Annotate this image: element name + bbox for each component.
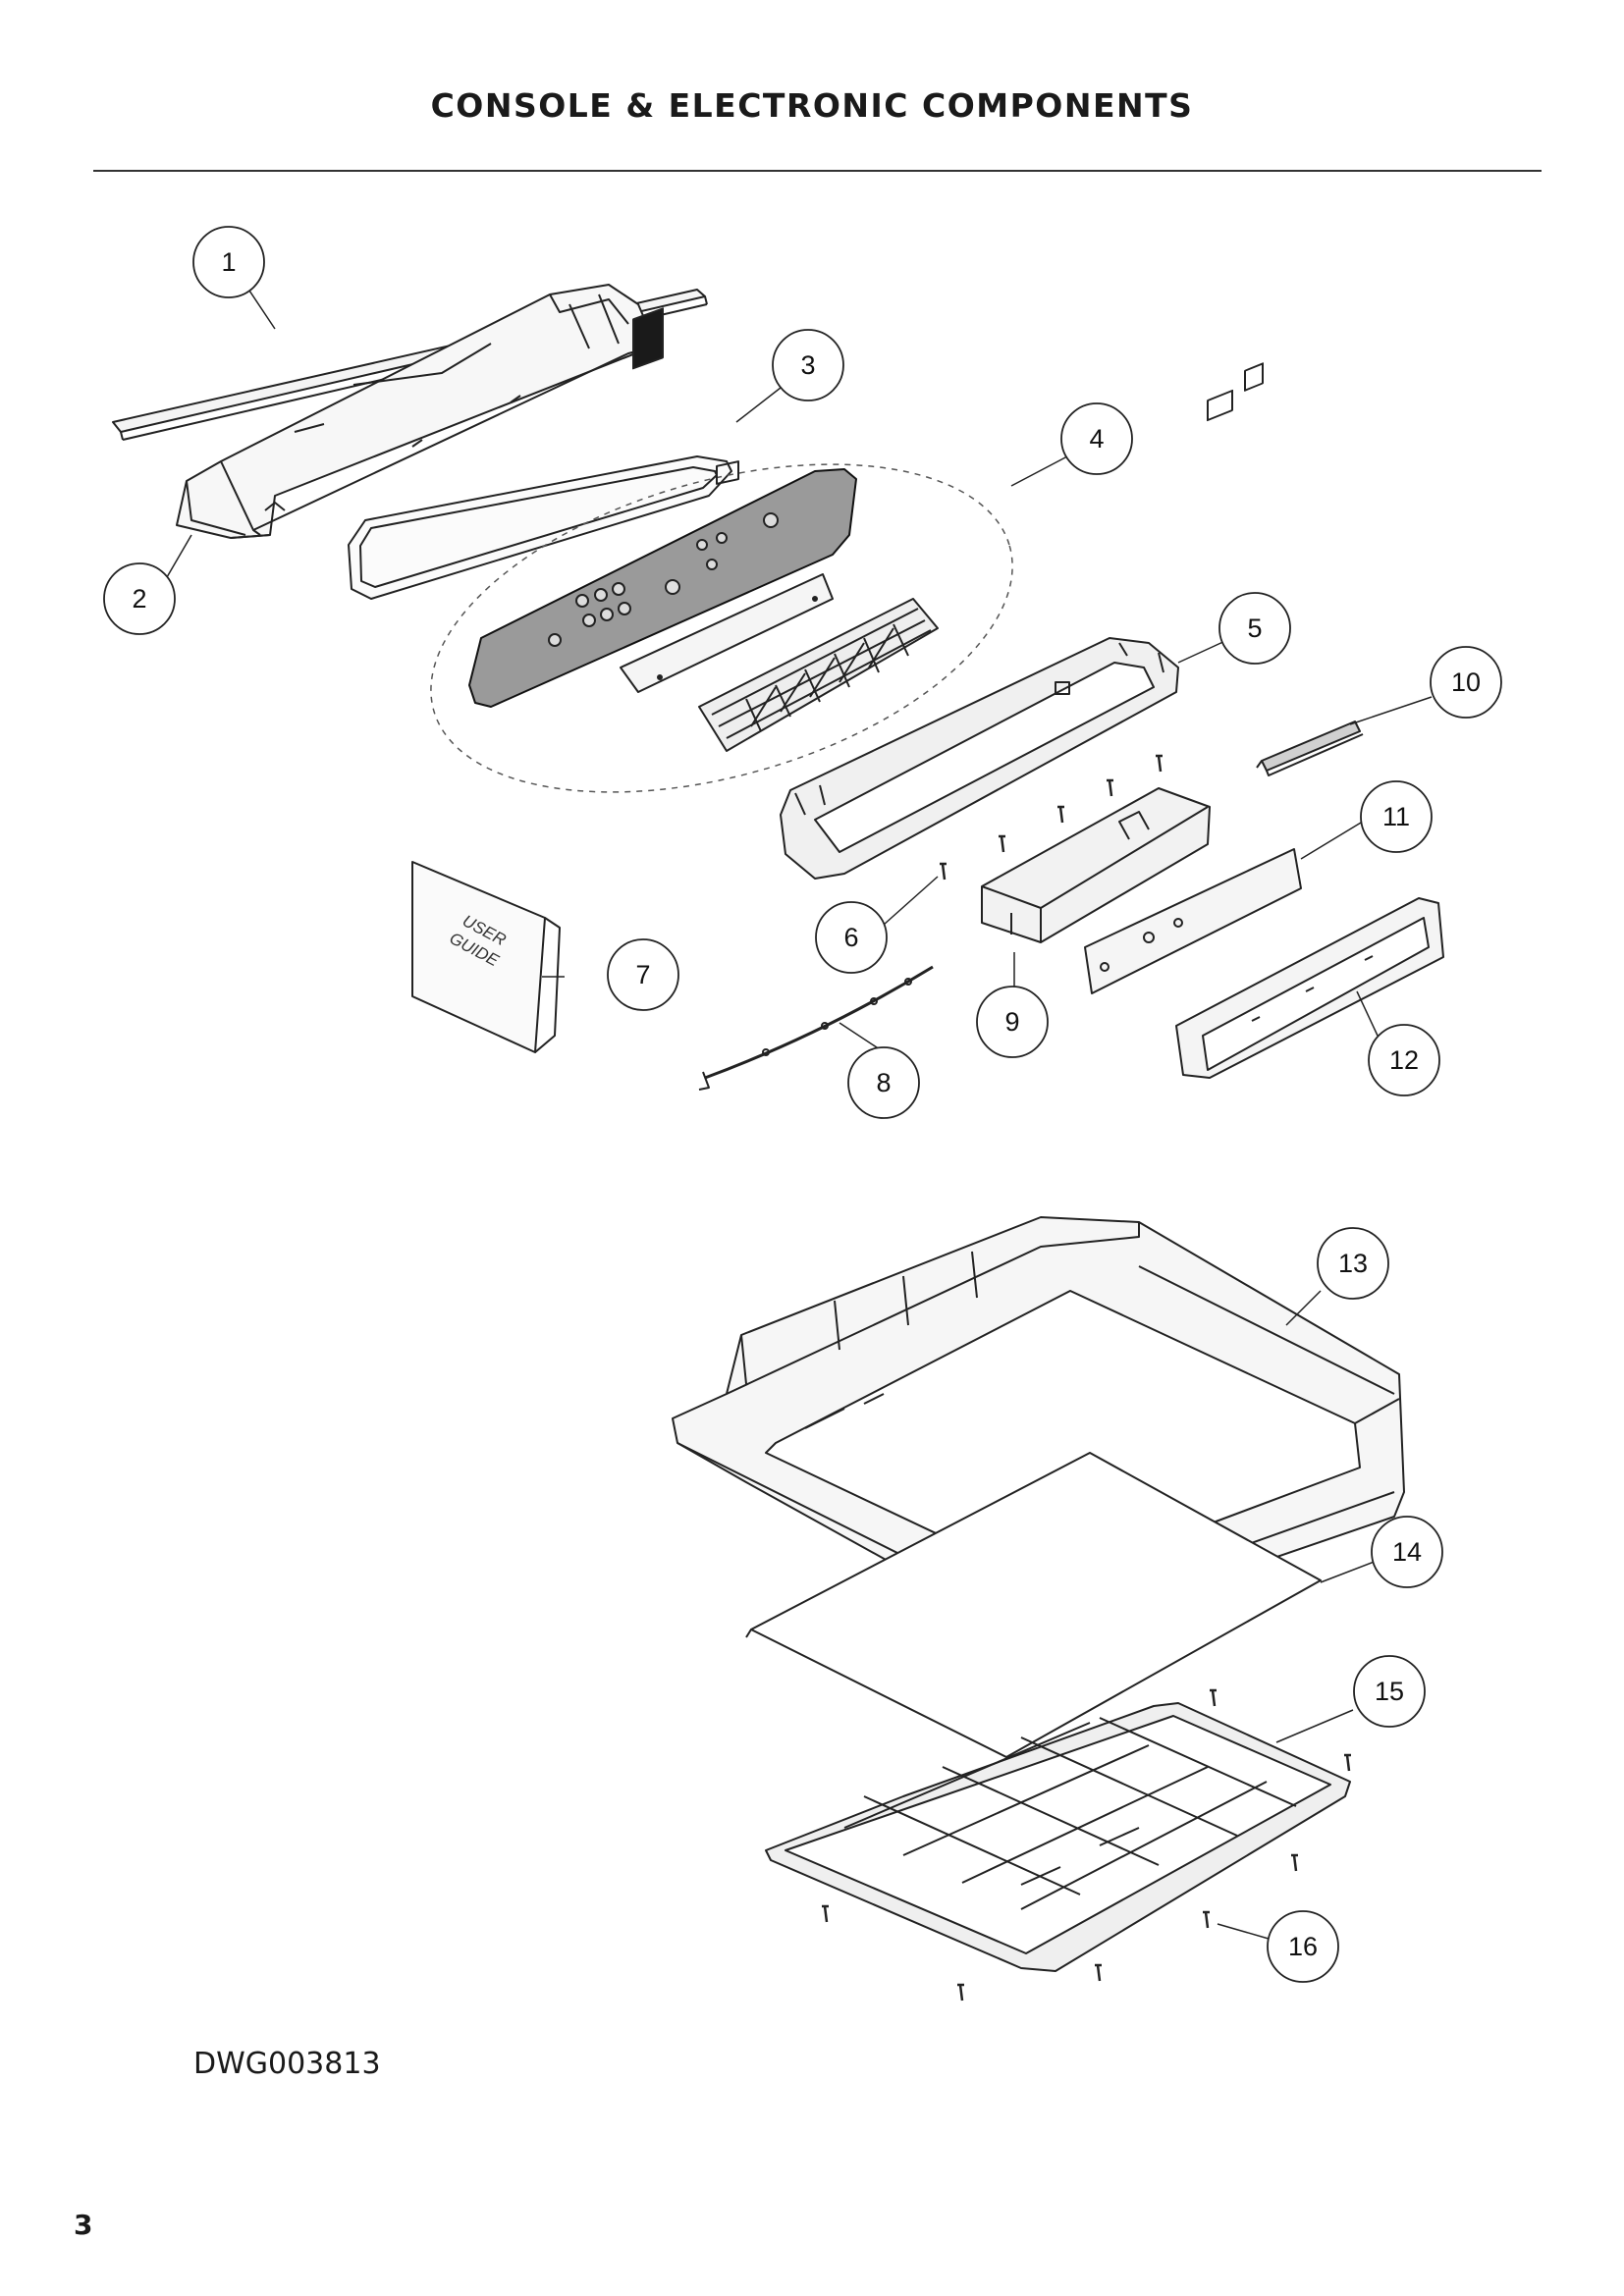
callout-1: 1 [192,226,265,298]
callout-9: 9 [976,986,1049,1058]
svg-text:10: 10 [1451,667,1481,697]
part-user-guide [411,861,561,1053]
callout-11: 11 [1360,780,1433,853]
part-control-board [1084,362,1302,994]
callout-10: 10 [1430,646,1502,719]
svg-text:13: 13 [1338,1249,1368,1278]
callout-14: 14 [1371,1516,1443,1588]
callout-5: 5 [1218,592,1291,665]
part-wire-harness [698,965,934,1091]
part-ribbon-cable [1256,721,1364,776]
callout-6: 6 [815,901,888,974]
part-display-plate [620,460,834,693]
callout-13: 13 [1317,1227,1389,1300]
part-control-panel-fascia [468,307,857,708]
svg-text:14: 14 [1392,1537,1422,1567]
callout-4: 4 [1060,402,1133,475]
callout-15: 15 [1353,1655,1426,1728]
svg-text:11: 11 [1382,802,1410,831]
part-base-tray [765,1702,1351,1972]
part-button-frame [698,598,939,752]
part-pcb-cover [1175,897,1444,1079]
svg-text:3: 3 [800,350,815,380]
svg-text:5: 5 [1247,614,1262,643]
title-divider [93,170,1542,172]
svg-text:16: 16 [1288,1932,1318,1961]
svg-text:9: 9 [1004,1007,1019,1037]
svg-text:8: 8 [876,1068,891,1097]
page-number: 3 [74,2209,93,2241]
svg-text:2: 2 [132,584,146,614]
callout-7: 7 [607,938,679,1011]
callout-3: 3 [772,329,844,401]
svg-text:12: 12 [1389,1045,1419,1075]
callout-8: 8 [847,1046,920,1119]
svg-text:6: 6 [843,923,858,952]
callout-16: 16 [1267,1910,1339,1983]
assembly-group-outline [430,463,1013,793]
part-pcb-housing [981,787,1211,943]
svg-text:1: 1 [221,247,236,277]
svg-text:15: 15 [1375,1677,1404,1706]
svg-text:4: 4 [1089,424,1104,454]
part-lid-pad [745,1452,1322,1758]
page-title: CONSOLE & ELECTRONIC COMPONENTS [430,86,1194,125]
part-console-housing [176,284,654,539]
part-base-screws [822,1688,1351,2002]
part-console-frame [780,637,1179,880]
svg-text:7: 7 [635,960,650,989]
callout-2: 2 [103,562,176,635]
part-frame-screws [940,754,1163,881]
leader-lines [166,284,1433,1940]
callout-12: 12 [1368,1024,1440,1096]
drawing-number: DWG003813 [193,2047,381,2081]
